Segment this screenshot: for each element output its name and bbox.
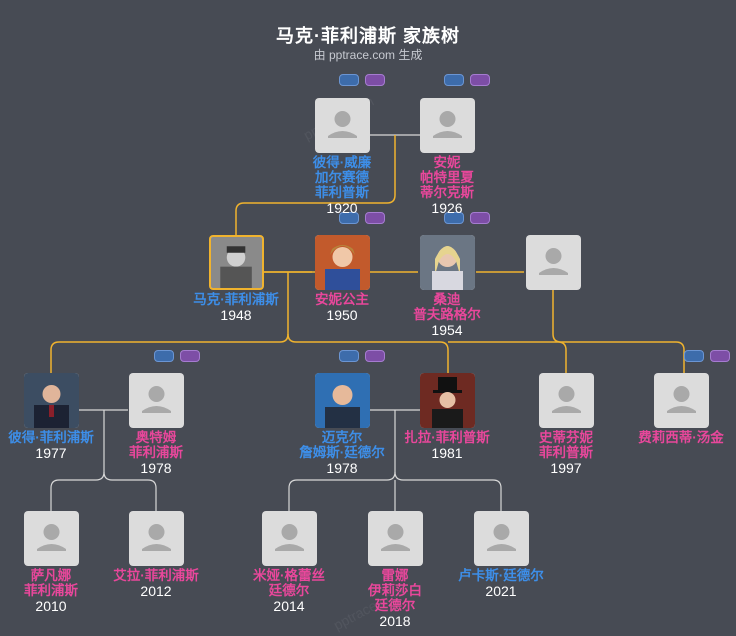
expand-descendants-button[interactable] [470,74,490,86]
person-photo [23,373,79,428]
person-name: 奥特姆菲利浦斯 [129,430,183,460]
person-card[interactable] [498,235,608,290]
person-card[interactable]: 艾拉·菲利浦斯 2012 [101,511,211,599]
expand-descendants-button[interactable] [180,350,200,362]
expand-toggles[interactable] [444,212,492,224]
parent-child-link [235,135,396,236]
person-photo [419,373,475,428]
person-name: 米娅·格蕾丝廷德尔 [253,568,325,598]
avatar-placeholder-icon [419,98,475,153]
expand-toggles[interactable] [444,74,492,86]
parent-child-link [288,410,396,512]
person-card[interactable]: 米娅·格蕾丝廷德尔 2014 [234,511,344,614]
person-name: 彼得·菲利浦斯 [8,430,94,445]
avatar-placeholder-icon [128,511,184,566]
page-subtitle: 由 pptrace.com 生成 [313,48,423,62]
person-year: 1950 [326,307,358,323]
avatar-placeholder-icon [525,235,581,290]
person-year: 1948 [220,307,252,323]
person-card[interactable]: 迈克尔詹姆斯·廷德尔 1978 [287,373,397,476]
parent-child-link [50,410,105,512]
parent-child-link [448,341,567,374]
person-name: 卢卡斯·廷德尔 [458,568,544,583]
person-card[interactable]: 安妮帕特里夏蒂尔克斯 1926 [392,98,502,216]
person-card[interactable]: 费莉西蒂·汤金 [626,373,736,445]
expand-descendants-button[interactable] [365,350,385,362]
avatar-placeholder-icon [538,373,594,428]
person-name: 扎拉·菲利普斯 [404,430,490,445]
person-card[interactable]: 萨凡娜菲利浦斯 2010 [0,511,106,614]
expand-descendants-button[interactable] [470,212,490,224]
page-title: 马克·菲利浦斯 家族树 [276,26,460,46]
avatar-placeholder-icon [128,373,184,428]
person-card[interactable]: 桑迪普夫路格尔 1954 [392,235,502,338]
avatar-placeholder-icon [23,511,79,566]
person-name: 迈克尔詹姆斯·廷德尔 [299,430,385,460]
person-year: 2021 [485,583,517,599]
expand-toggles[interactable] [154,350,202,362]
person-name: 艾拉·菲利浦斯 [113,568,199,583]
avatar-placeholder-icon [653,373,709,428]
person-card[interactable]: 奥特姆菲利浦斯 1978 [101,373,211,476]
person-year: 1920 [326,200,358,216]
parent-child-link [50,272,289,374]
expand-ancestors-button[interactable] [154,350,174,362]
avatar-placeholder-icon [314,98,370,153]
person-year: 1954 [431,322,463,338]
expand-descendants-button[interactable] [365,74,385,86]
person-photo [419,235,475,290]
person-name: 彼得·威廉加尔赛德菲利普斯 [312,155,372,200]
person-year: 1977 [35,445,67,461]
parent-child-link [394,471,502,512]
person-card[interactable]: 安妮公主 1950 [287,235,397,323]
expand-ancestors-button[interactable] [684,350,704,362]
person-card[interactable]: 卢卡斯·廷德尔 2021 [446,511,556,599]
person-year: 1997 [550,460,582,476]
avatar-placeholder-icon [473,511,529,566]
avatar-placeholder-icon [367,511,423,566]
expand-toggles[interactable] [684,350,732,362]
expand-ancestors-button[interactable] [339,350,359,362]
person-year: 1926 [431,200,463,216]
expand-toggles[interactable] [339,212,387,224]
person-name: 安妮帕特里夏蒂尔克斯 [420,155,474,200]
person-name: 史蒂芬妮菲利普斯 [539,430,593,460]
person-year: 2018 [379,613,411,629]
person-year: 2012 [140,583,172,599]
expand-ancestors-button[interactable] [444,74,464,86]
person-card[interactable]: 雷娜伊莉莎白廷德尔 2018 [340,511,450,629]
person-photo [314,235,370,290]
person-card[interactable]: 扎拉·菲利普斯 1981 [392,373,502,461]
person-name: 马克·菲利浦斯 [193,292,279,307]
person-year: 1978 [326,460,358,476]
parent-child-link [103,471,157,512]
person-year: 1981 [431,445,463,461]
person-card[interactable]: 史蒂芬妮菲利普斯 1997 [511,373,621,476]
person-photo [208,235,264,290]
expand-descendants-button[interactable] [365,212,385,224]
person-name: 安妮公主 [315,292,369,307]
person-name: 费莉西蒂·汤金 [638,430,724,445]
parent-child-link [287,333,449,374]
person-year: 2010 [35,598,67,614]
person-name: 雷娜伊莉莎白廷德尔 [368,568,422,613]
person-card-selected[interactable]: 马克·菲利浦斯 1948 [181,235,291,323]
expand-ancestors-button[interactable] [339,74,359,86]
person-name: 桑迪普夫路格尔 [413,292,481,322]
expand-ancestors-button[interactable] [444,212,464,224]
person-photo [314,373,370,428]
parent-child-link [552,290,685,374]
expand-toggles[interactable] [339,350,387,362]
person-year: 1978 [140,460,172,476]
expand-ancestors-button[interactable] [339,212,359,224]
avatar-placeholder-icon [261,511,317,566]
expand-toggles[interactable] [339,74,387,86]
expand-descendants-button[interactable] [710,350,730,362]
person-name: 萨凡娜菲利浦斯 [24,568,78,598]
person-card[interactable]: 彼得·威廉加尔赛德菲利普斯 1920 [287,98,397,216]
person-card[interactable]: 彼得·菲利浦斯 1977 [0,373,106,461]
person-year: 2014 [273,598,305,614]
